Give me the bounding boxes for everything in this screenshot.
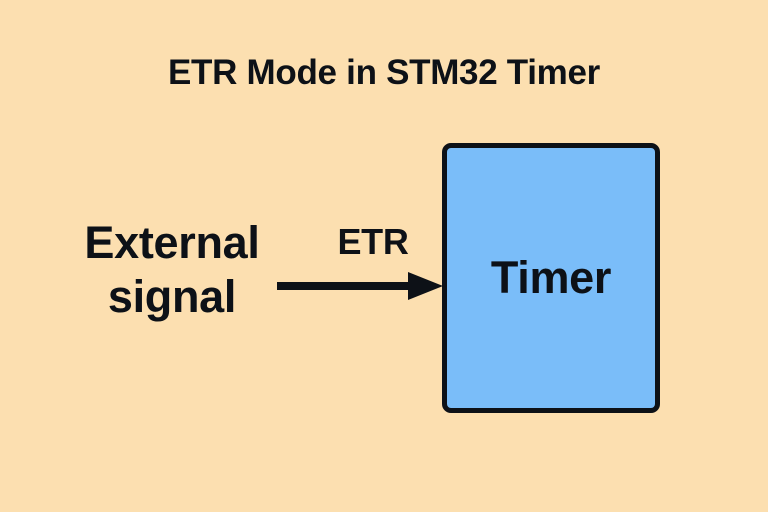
node-timer-box: Timer [442, 143, 660, 413]
diagram-title: ETR Mode in STM32 Timer [168, 53, 600, 92]
external-signal-line-2: signal [107, 271, 237, 322]
edge-label-etr: ETR [337, 221, 409, 262]
external-signal-line-1: External [84, 217, 260, 268]
node-timer-label: Timer [490, 252, 612, 303]
etr-arrow-icon [277, 272, 443, 300]
node-external-signal-label: External signal [42, 216, 302, 324]
arrow-head [408, 272, 443, 300]
